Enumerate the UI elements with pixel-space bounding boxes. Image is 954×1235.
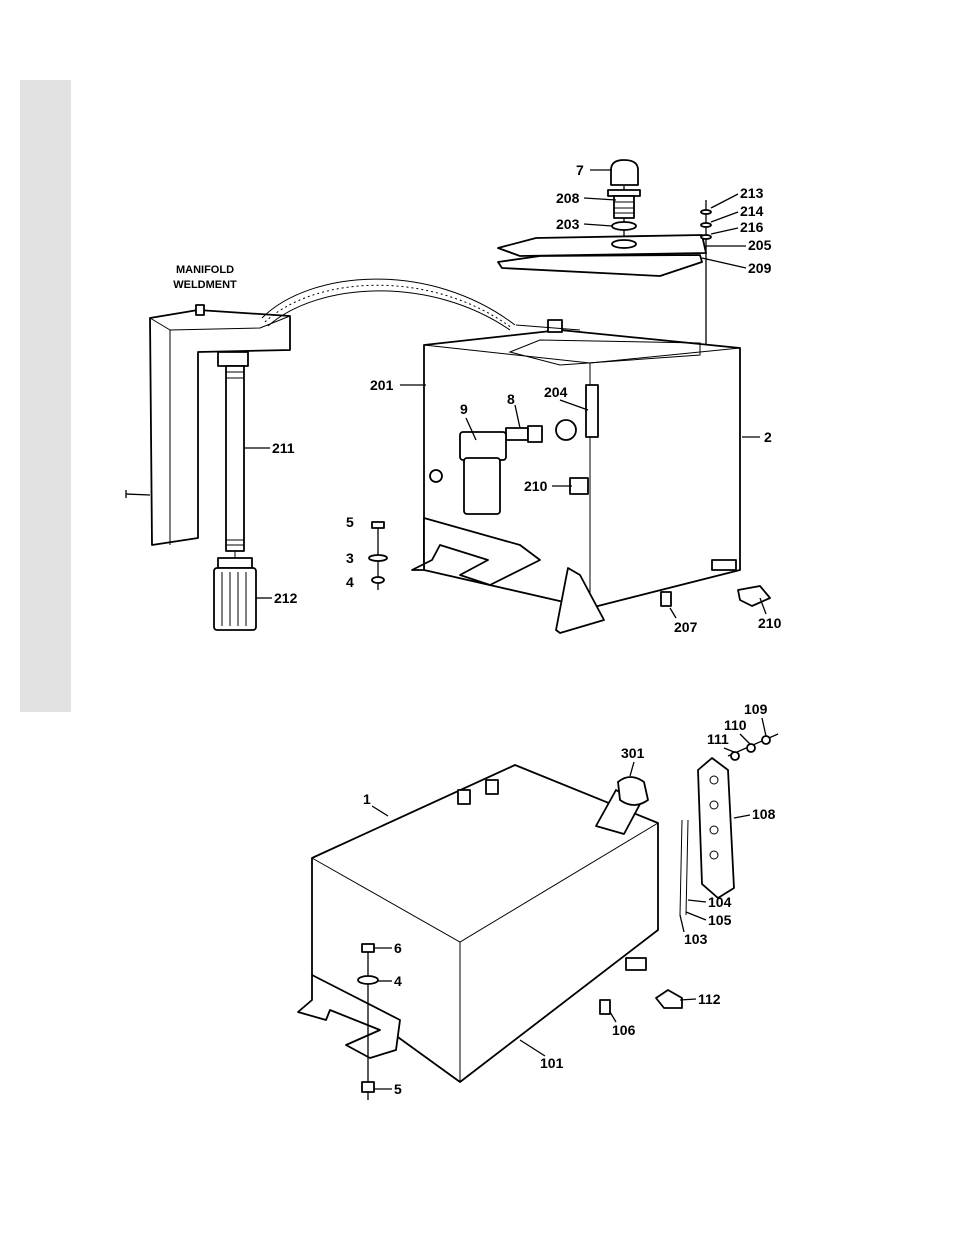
plug-207 <box>661 592 671 606</box>
top-assembly: MANIFOLD WELDMENT 7 208 203 213 214 216 … <box>126 160 782 635</box>
label-105: 105 <box>708 912 732 928</box>
label-3: 3 <box>346 550 354 566</box>
label-5-bottom: 5 <box>394 1081 402 1097</box>
hardware-213-214-216 <box>701 200 711 345</box>
manifold-weldment <box>126 305 290 545</box>
filter-9 <box>460 432 506 514</box>
label-2: 2 <box>764 429 772 445</box>
label-1: 1 <box>363 791 371 807</box>
label-6: 6 <box>394 940 402 956</box>
label-103: 103 <box>684 931 708 947</box>
cover-plate-205 <box>498 235 706 256</box>
label-8: 8 <box>507 391 515 407</box>
hardware-109-110-111 <box>728 734 778 760</box>
label-111: 111 <box>707 731 729 747</box>
label-108: 108 <box>752 806 776 822</box>
pipe-211 <box>218 352 248 560</box>
label-207: 207 <box>674 619 698 635</box>
label-213: 213 <box>740 185 764 201</box>
sight-gauge-204 <box>586 385 598 437</box>
label-301: 301 <box>621 745 645 761</box>
label-109: 109 <box>744 701 768 717</box>
label-7: 7 <box>576 162 584 178</box>
label-204: 204 <box>544 384 568 400</box>
hose <box>262 279 515 330</box>
clamp-210 <box>570 478 588 494</box>
label-101: 101 <box>540 1055 564 1071</box>
gasket-203 <box>612 222 636 230</box>
strainer-212 <box>214 558 256 630</box>
label-214: 214 <box>740 203 764 219</box>
caption-manifold: MANIFOLD <box>176 264 234 276</box>
hardware-5-3-4 <box>369 522 387 590</box>
strap-104 <box>680 820 682 915</box>
label-9: 9 <box>460 401 468 417</box>
label-203: 203 <box>556 216 580 232</box>
label-201: 201 <box>370 377 394 393</box>
bottom-assembly: 109 110 111 301 1 108 104 105 103 6 4 11… <box>298 701 778 1100</box>
plug-106 <box>600 1000 610 1014</box>
label-216: 216 <box>740 219 764 235</box>
label-208: 208 <box>556 190 580 206</box>
pad-bottom <box>626 958 646 970</box>
label-210-upper: 210 <box>524 478 548 494</box>
gasket-209 <box>498 255 702 276</box>
filler-strainer-208 <box>608 190 640 218</box>
label-209: 209 <box>748 260 772 276</box>
label-104: 104 <box>708 894 732 910</box>
isolator-210 <box>738 586 770 606</box>
label-4-bottom: 4 <box>394 973 402 989</box>
port-fitting <box>430 470 442 482</box>
isolator-112 <box>656 990 682 1008</box>
label-205: 205 <box>748 237 772 253</box>
label-106: 106 <box>612 1022 636 1038</box>
label-212: 212 <box>274 590 298 606</box>
label-4-top: 4 <box>346 574 354 590</box>
label-210-lower: 210 <box>758 615 782 631</box>
label-211: 211 <box>272 440 295 456</box>
pad <box>712 560 736 570</box>
label-5-top: 5 <box>346 514 354 530</box>
caption-weldment: WELDMENT <box>173 279 237 291</box>
label-112: 112 <box>698 991 721 1007</box>
bracket-108 <box>698 758 734 898</box>
